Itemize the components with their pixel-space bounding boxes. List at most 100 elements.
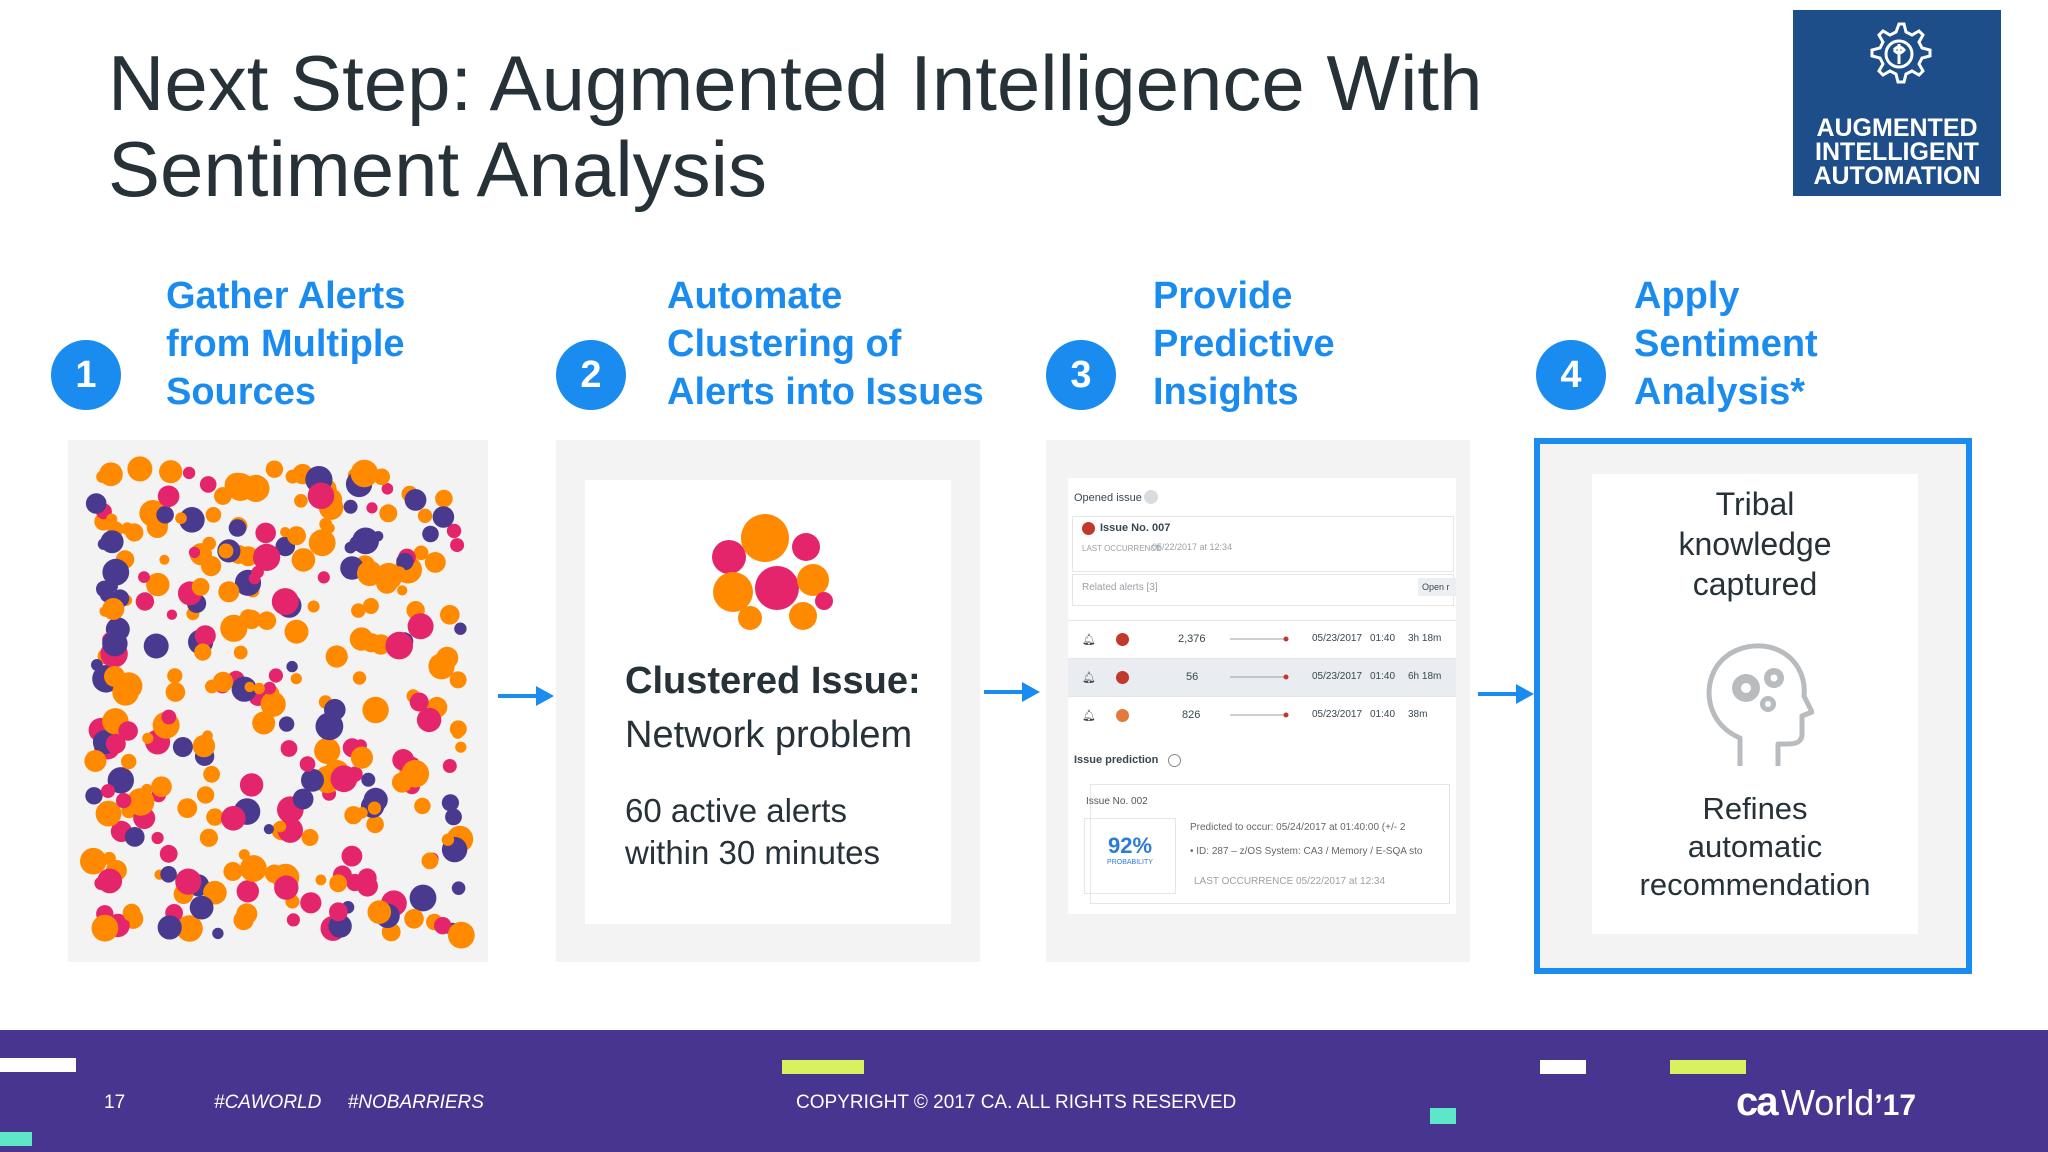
- alert-dot: [385, 631, 414, 660]
- alert-dot: [434, 917, 452, 935]
- alert-dot: [102, 558, 130, 586]
- alert-dot: [223, 862, 243, 881]
- alert-dot: [417, 508, 433, 523]
- alert-dot: [324, 698, 346, 721]
- alert-dot: [263, 824, 274, 835]
- alert-dot: [172, 737, 193, 757]
- alert-dot: [160, 866, 177, 883]
- alert-dot: [91, 659, 103, 671]
- alert-dot: [301, 768, 324, 792]
- alert-dot: [194, 643, 212, 661]
- alert-dot: [287, 526, 306, 546]
- alert-dot: [102, 631, 128, 657]
- alert-dot: [299, 756, 316, 772]
- alerts-dots-graphic: [80, 456, 475, 949]
- alert-dot: [349, 627, 374, 651]
- step-2-number: 2: [556, 340, 626, 410]
- alert-age: 6h 18m: [1408, 671, 1442, 682]
- alert-dot: [182, 466, 196, 480]
- alert-dot: [196, 786, 215, 804]
- tribal-knowledge-text: Tribal knowledge captured: [1678, 486, 1832, 602]
- alert-dot: [238, 546, 259, 567]
- bell-icon: 🔔︎: [1082, 634, 1096, 646]
- alert-dot: [205, 558, 221, 574]
- alert-dot: [440, 605, 460, 625]
- alert-dot: [218, 543, 234, 559]
- alert-dot: [161, 709, 177, 725]
- alert-dot: [396, 552, 414, 571]
- alert-critical-icon: [1116, 671, 1129, 684]
- alert-dot: [347, 766, 363, 782]
- alert-age: 3h 18m: [1408, 633, 1442, 644]
- alert-dot: [104, 665, 125, 687]
- step-1-number: 1: [51, 340, 121, 410]
- alert-dot: [220, 614, 248, 642]
- alert-dot: [381, 483, 394, 495]
- alert-row[interactable]: 🔔︎ 826 05/23/2017 01:40 38m: [1068, 696, 1456, 735]
- alert-dot: [362, 598, 379, 614]
- sentiment-card: Tribal knowledge captured Refines automa…: [1592, 474, 1918, 934]
- alert-dot: [239, 609, 257, 626]
- alert-dot: [165, 682, 186, 702]
- alert-dot: [85, 493, 107, 514]
- alert-dot: [307, 482, 335, 510]
- alert-date: 05/23/2017: [1312, 671, 1363, 682]
- alert-count: 2,376: [1178, 633, 1206, 645]
- head-gears-icon: [1706, 643, 1814, 766]
- alert-dot: [308, 529, 336, 557]
- open-related-button[interactable]: Open r: [1418, 578, 1456, 596]
- alert-dot: [97, 868, 123, 894]
- prediction-issue-title: Issue No. 002: [1086, 796, 1148, 807]
- alert-dot: [442, 759, 457, 773]
- alert-dot: [294, 494, 308, 508]
- alert-dot: [157, 485, 180, 508]
- page-number: 17: [104, 1092, 126, 1113]
- alert-dot: [167, 668, 183, 684]
- alert-dot: [260, 691, 286, 717]
- badge-label: AUGMENTED INTELLIGENT AUTOMATION: [1813, 114, 1981, 190]
- bell-icon: 🔔︎: [1082, 672, 1096, 684]
- alert-dot: [218, 581, 240, 603]
- alert-dot: [454, 622, 467, 635]
- prediction-last-occurrence: LAST OCCURRENCE 05/22/2017 at 12:34: [1194, 876, 1386, 887]
- alert-dot: [274, 875, 299, 900]
- alert-dot: [253, 543, 281, 571]
- alert-dot: [407, 613, 434, 640]
- alert-dot: [268, 668, 283, 683]
- alert-dot: [253, 682, 265, 695]
- alert-dot: [421, 852, 439, 870]
- alert-dot: [361, 772, 376, 787]
- alert-dot: [328, 914, 352, 938]
- alert-dot: [138, 571, 150, 583]
- clustered-issue-card: Clustered Issue: Network problem 60 acti…: [585, 480, 951, 924]
- alert-dot: [95, 800, 122, 827]
- footer-bar: 17 #CAWORLD #NOBARRIERS COPYRIGHT © 2017…: [0, 1030, 2048, 1152]
- sentiment-analysis-panel: Tribal knowledge captured Refines automa…: [1534, 438, 1972, 974]
- alert-row[interactable]: 🔔︎ 56 05/23/2017 01:40 6h 18m: [1068, 658, 1456, 697]
- alert-dot: [367, 900, 392, 924]
- alert-dot: [424, 552, 446, 573]
- augmented-intelligent-automation-badge: AUGMENTED INTELLIGENT AUTOMATION: [1793, 10, 2001, 196]
- alert-dot: [159, 844, 178, 863]
- alert-dot: [121, 753, 137, 770]
- alert-dot: [450, 538, 465, 553]
- alert-dot: [446, 523, 462, 539]
- footer-decoration: [782, 1060, 864, 1074]
- issue-title: Issue No. 007: [1100, 522, 1171, 534]
- alert-dot: [175, 868, 202, 895]
- alert-critical-icon: [1082, 522, 1095, 535]
- clustered-issue-body: 60 active alerts within 30 minutes: [625, 792, 880, 871]
- alert-dot: [100, 530, 124, 554]
- predicted-occurrence: Predicted to occur: 05/24/2017 at 01:40:…: [1190, 822, 1406, 833]
- alert-dot: [370, 634, 391, 655]
- alert-dot: [447, 921, 475, 949]
- alert-dot: [151, 776, 172, 797]
- step-2-title: Automate Clustering of Alerts into Issue…: [667, 275, 984, 413]
- alert-dot: [122, 903, 141, 922]
- alert-dot: [343, 499, 358, 514]
- sparkline: [1230, 636, 1289, 642]
- alert-row[interactable]: 🔔︎ 2,376 05/23/2017 01:40 3h 18m: [1068, 620, 1456, 659]
- alert-dot: [409, 692, 429, 712]
- alert-time: 01:40: [1370, 633, 1396, 644]
- clustered-issue-subheading: Network problem: [625, 714, 913, 756]
